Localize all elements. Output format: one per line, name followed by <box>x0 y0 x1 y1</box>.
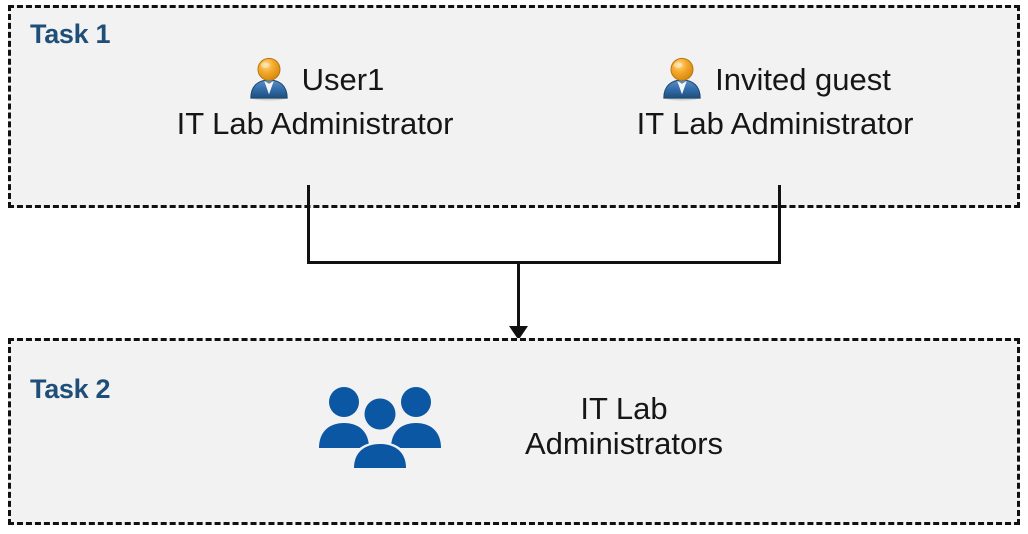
person-invited-guest-line1: Invited guest <box>585 52 965 106</box>
group-it-lab-administrators: IT Lab Administrators <box>150 382 890 472</box>
person-invited-guest-name: Invited guest <box>715 61 891 97</box>
person-user1-line1: User1 <box>130 52 500 106</box>
person-user1-name: User1 <box>301 61 385 97</box>
user-icon <box>659 56 705 102</box>
group-name: IT Lab Administrators <box>524 391 724 461</box>
people-group-icon <box>317 382 443 472</box>
task-2-box <box>8 338 1020 525</box>
task-1-box <box>8 5 1020 208</box>
task-2-label: Task 2 <box>30 374 111 404</box>
person-user1-role: IT Lab Administrator <box>176 106 454 141</box>
person-invited-guest: Invited guest IT Lab Administrator <box>585 52 965 140</box>
person-invited-guest-role: IT Lab Administrator <box>636 106 914 141</box>
user-icon <box>246 56 292 102</box>
person-user1: User1 IT Lab Administrator <box>130 52 500 140</box>
task-1-label: Task 1 <box>30 19 111 49</box>
